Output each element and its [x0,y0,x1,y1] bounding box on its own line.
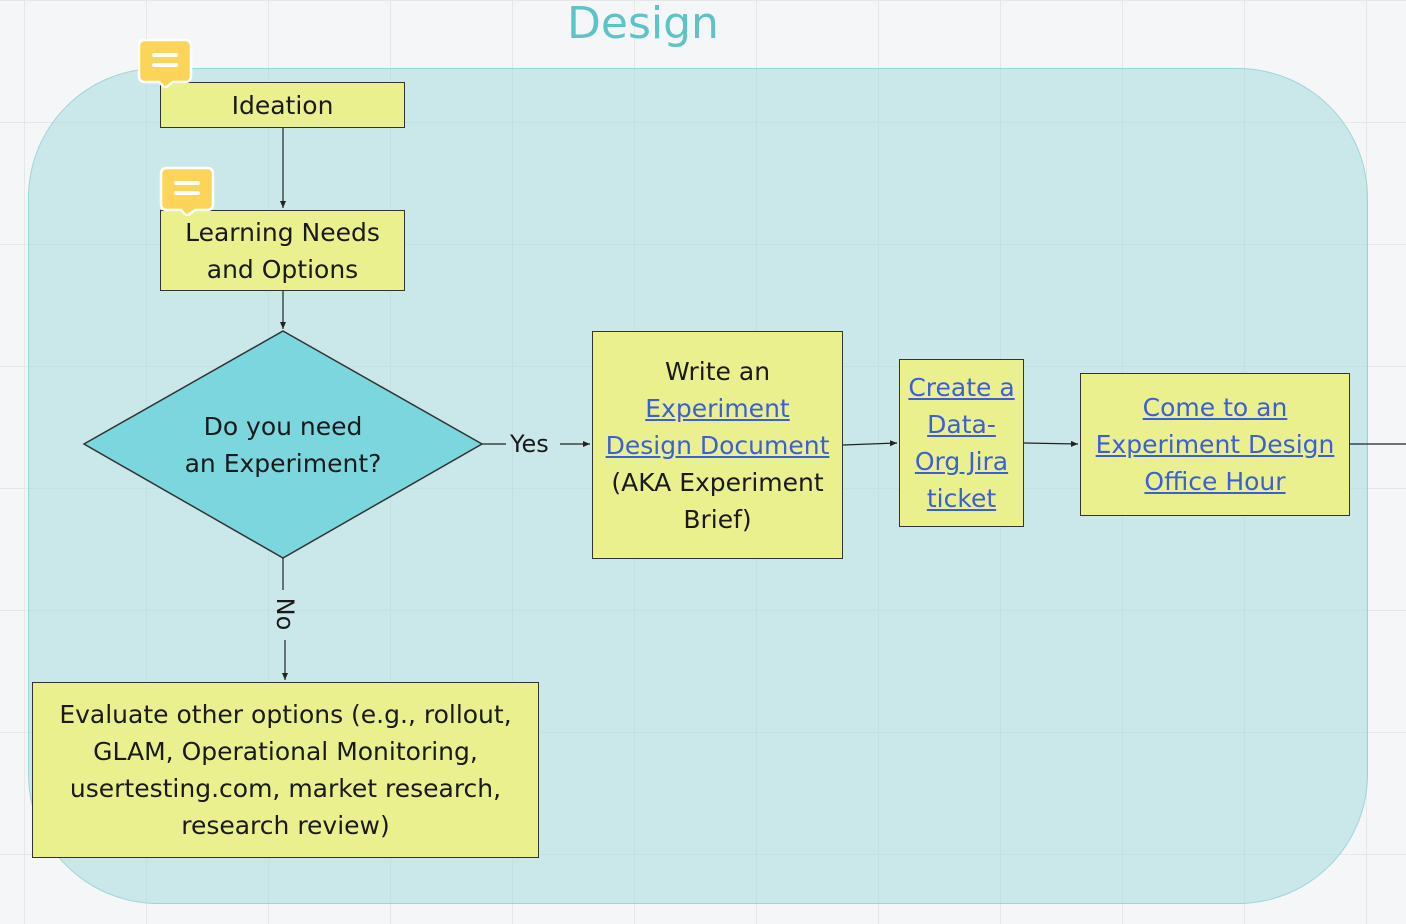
comment-bubble-icon[interactable] [137,38,193,88]
node-learning-needs-line2: and Options [206,254,359,284]
node-write-line3: (AKA Experiment [611,467,824,497]
node-evaluate-line4: research review) [181,811,390,840]
jira-link-line4[interactable]: ticket [926,484,997,513]
jira-link-line1[interactable]: Create a [908,373,1015,402]
node-evaluate-line2: GLAM, Operational Monitoring, [93,737,478,766]
office-hour-link-line1[interactable]: Come to an [1142,393,1288,422]
node-ideation[interactable]: Ideation [160,82,405,128]
node-learning-needs-line1: Learning Needs [185,217,380,247]
edge-write-jira [842,440,898,447]
experiment-design-document-link-line1[interactable]: Experiment [645,393,790,423]
edge-jira-office [1023,440,1079,447]
node-learning-needs[interactable]: Learning Needs and Options [160,210,405,291]
node-create-jira-ticket[interactable]: Create a Data- Org Jira ticket [899,359,1024,527]
jira-link-line2[interactable]: Data- [927,410,996,439]
frame-title: Design [567,0,719,49]
experiment-design-document-link-line2[interactable]: Design Document [605,430,830,460]
jira-link-line3[interactable]: Org Jira [914,447,1009,476]
edge-label-yes: Yes [510,430,549,458]
comment-bubble-icon[interactable] [159,166,215,216]
node-office-hour[interactable]: Come to an Experiment Design Office Hour [1080,373,1350,516]
edge-label-no: No [271,597,299,631]
node-decision[interactable]: Do you need an Experiment? [133,408,433,482]
node-ideation-label: Ideation [231,90,334,120]
office-hour-link-line2[interactable]: Experiment Design [1095,430,1335,459]
node-write-line1: Write an [664,356,771,386]
node-evaluate-line1: Evaluate other options (e.g., rollout, [59,700,512,729]
office-hour-link-line3[interactable]: Office Hour [1144,467,1286,496]
node-write-line4: Brief) [683,504,752,534]
node-evaluate-line3: usertesting.com, market research, [69,774,502,803]
node-decision-line1: Do you need [203,412,363,441]
node-evaluate-options[interactable]: Evaluate other options (e.g., rollout, G… [32,682,539,858]
node-write-design-doc[interactable]: Write an Experiment Design Document (AKA… [592,331,843,559]
node-decision-line2: an Experiment? [184,449,382,478]
